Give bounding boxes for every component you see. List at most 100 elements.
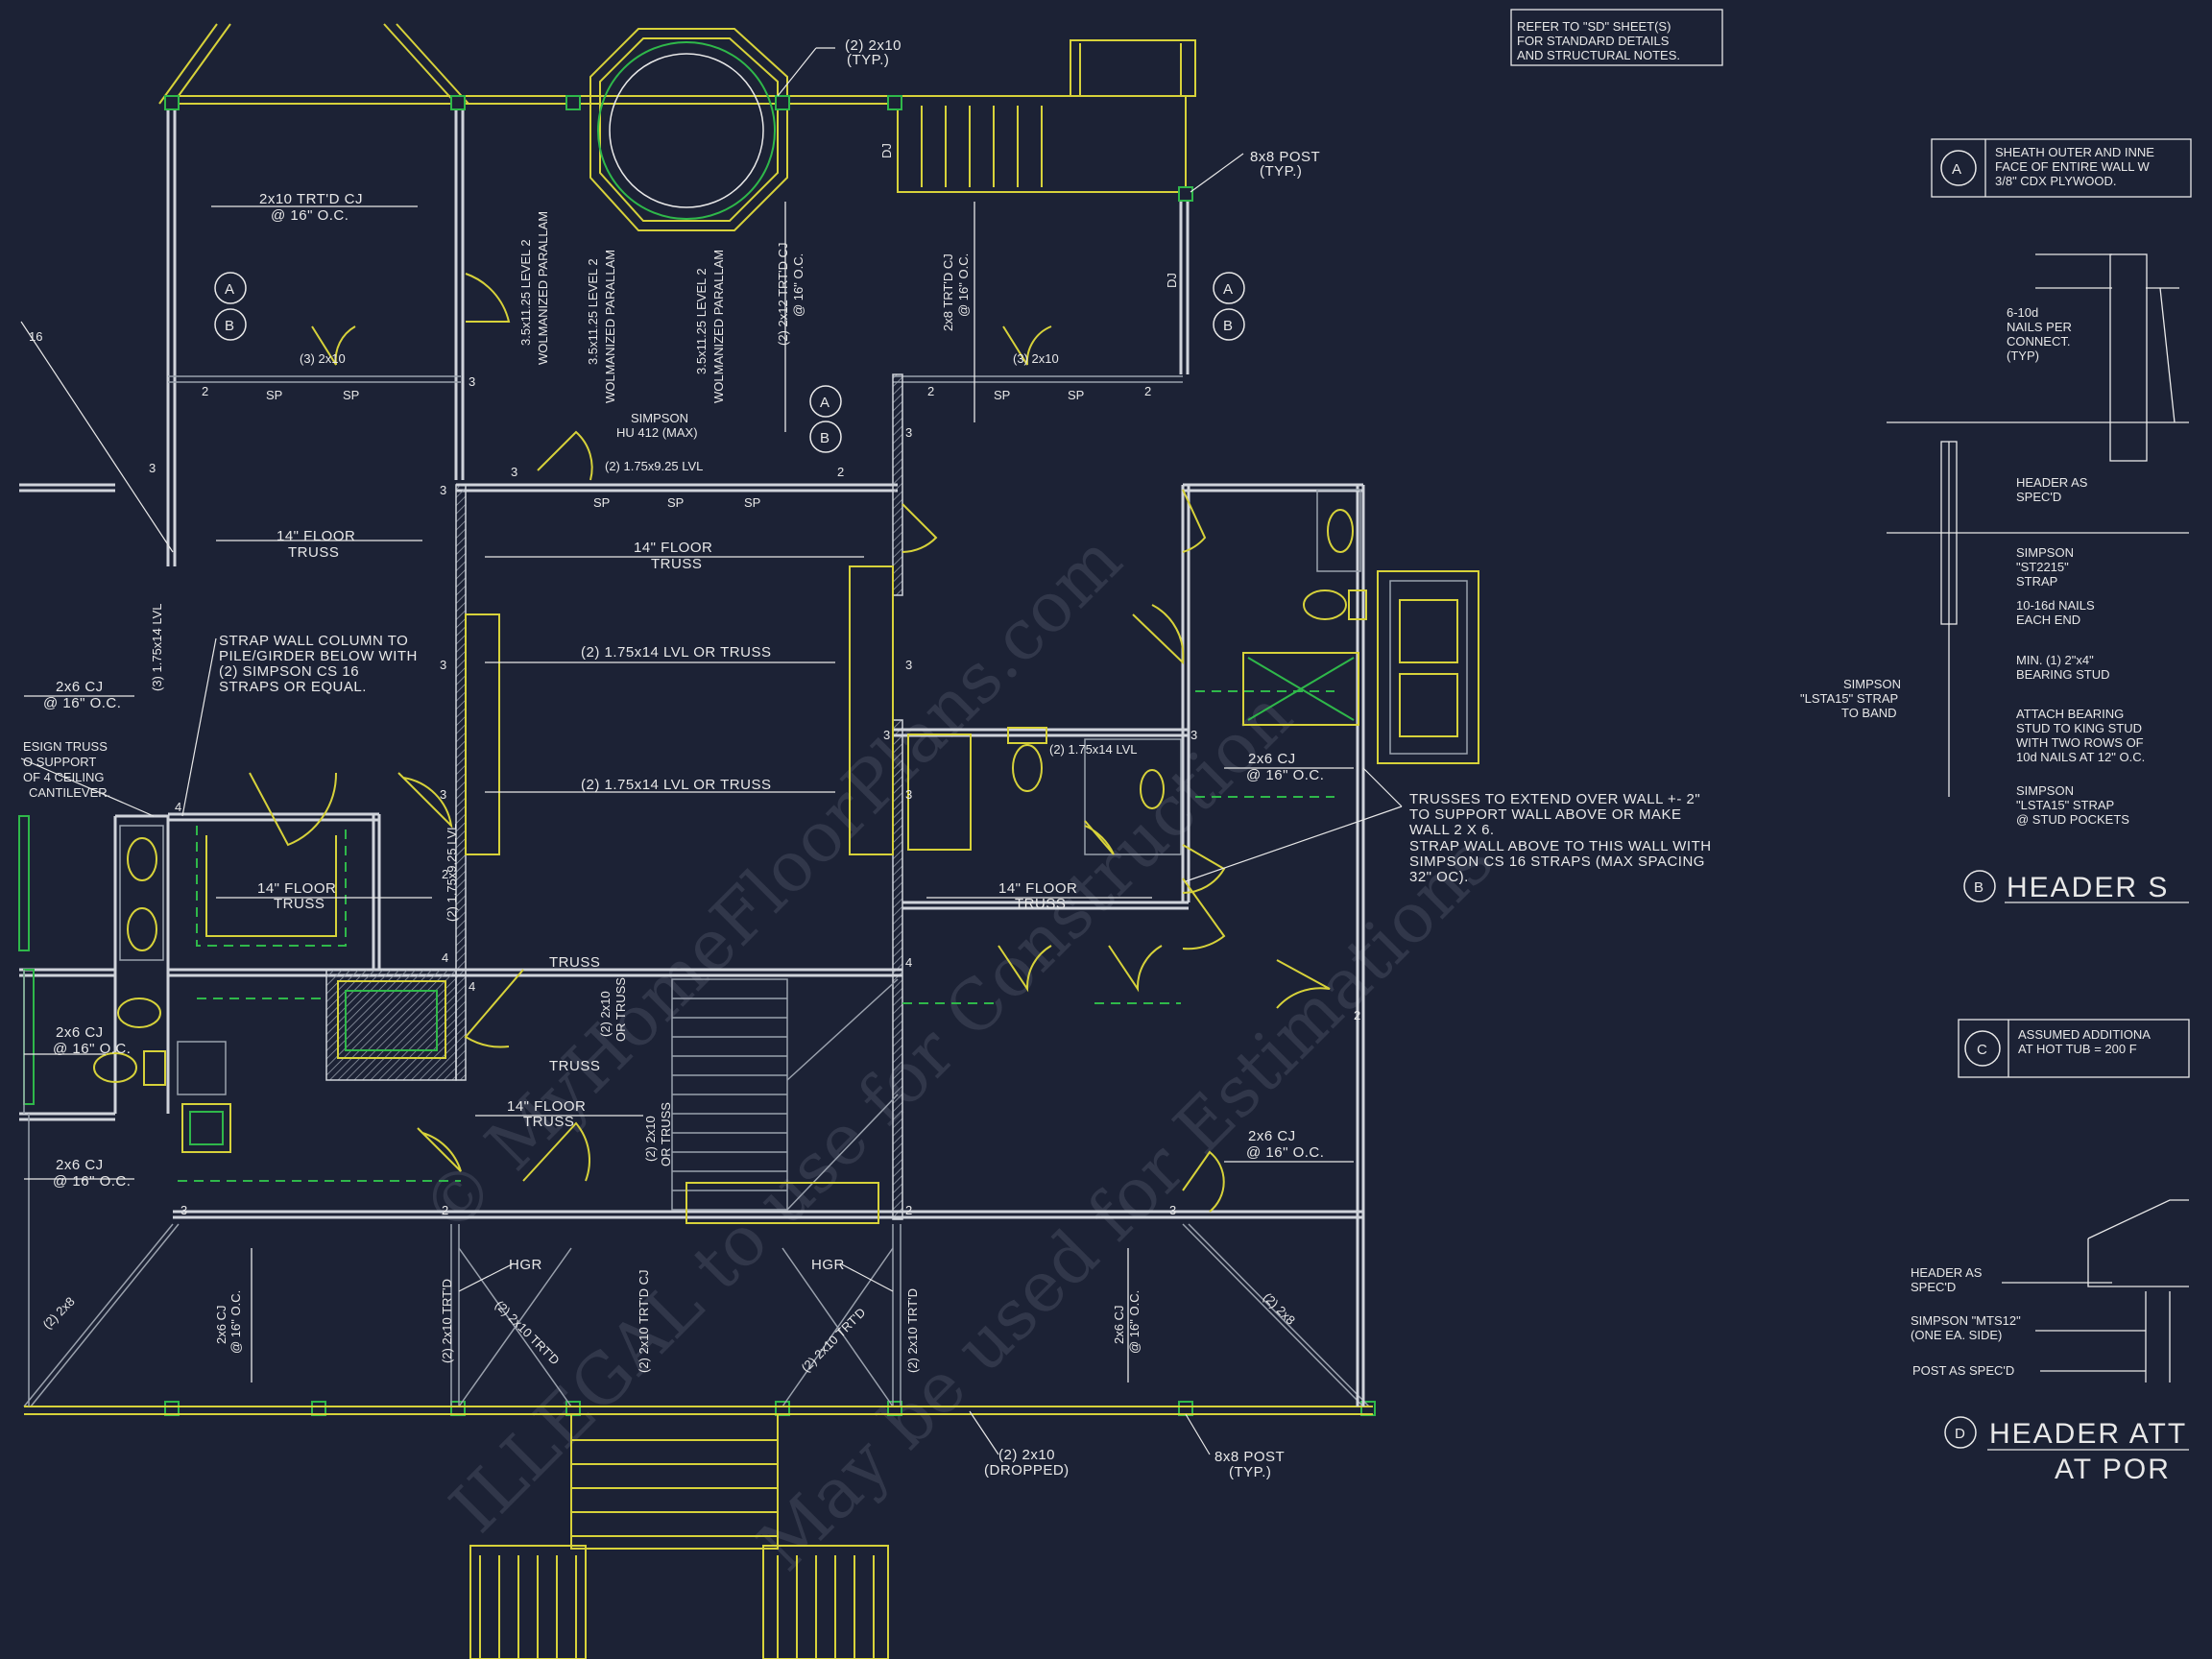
design-truss-l3: OF 4 CEILING: [23, 770, 105, 784]
typ-2x10-top-l1: (2) 2x10: [845, 37, 902, 54]
detail-a-tag: A: [1952, 161, 1962, 178]
detail-d-header-l1: HEADER AS: [1911, 1265, 1983, 1280]
detail-b: 6-10d NAILS PER CONNECT. (TYP) HEADER AS…: [1800, 253, 2189, 903]
design-truss-l1: ESIGN TRUSS: [23, 739, 108, 754]
lvl-175x14-a: (2) 1.75x14 LVL OR TRUSS: [581, 644, 771, 661]
post-bottom-l2: (TYP.): [1229, 1464, 1271, 1480]
strap-note-l2: PILE/GIRDER BELOW WITH: [219, 648, 418, 664]
trusses-note-l6: 32" OC).: [1409, 869, 1469, 885]
detail-b-st2215-l3: STRAP: [2016, 574, 2057, 589]
strap-note-l1: STRAP WALL COLUMN TO: [219, 633, 408, 649]
detail-d-mts12-l1: SIMPSON "MTS12": [1911, 1313, 2021, 1328]
parallam-3-l2: WOLMANIZED PARALLAM: [711, 250, 726, 403]
cj-2x6-vert-right-l2: @ 16" O.C.: [1127, 1290, 1142, 1354]
note-line-3: AND STRUCTURAL NOTES.: [1517, 48, 1680, 62]
detail-b-nails-l3: CONNECT.: [2007, 334, 2070, 349]
cj-2x12-l1: (2) 2x12 TRT'D CJ: [776, 243, 790, 346]
simpson-hu-l2: HU 412 (MAX): [616, 425, 698, 440]
detail-b-attach-l4: 10d NAILS AT 12" O.C.: [2016, 750, 2145, 764]
mark-2-b: 2: [837, 465, 844, 479]
cj-2x6-vert-right-l1: 2x6 CJ: [1112, 1306, 1126, 1344]
sp-2: SP: [343, 388, 359, 402]
tag-a-3: A: [1223, 281, 1234, 298]
floor-truss-4-l1: 14" FLOOR: [998, 880, 1077, 897]
dj-2: DJ: [1165, 273, 1179, 288]
detail-b-nails-l4: (TYP): [2007, 349, 2039, 363]
tag-b-1: B: [225, 318, 235, 334]
lvl-3-left: (3) 1.75x14 LVL: [150, 603, 164, 691]
detail-c: C ASSUMED ADDITIONA AT HOT TUB = 200 F: [1958, 1019, 2190, 1078]
dimension-lines: [20, 47, 1403, 1455]
two-2x8-left: (2) 2x8: [40, 1294, 78, 1332]
section-tags: A B A B A B: [214, 272, 1245, 453]
header-3-2x10-left: (3) 2x10: [300, 351, 346, 366]
or-truss-1-l1: (2) 2x10: [598, 991, 613, 1037]
detail-c-tag: C: [1977, 1042, 1987, 1058]
note-line-1: REFER TO "SD" SHEET(S): [1517, 19, 1671, 34]
detail-b-nails-l1: 6-10d: [2007, 305, 2038, 320]
mark-3-g: 3: [905, 658, 912, 672]
trtd-2x10-cj: (2) 2x10 TRT'D CJ: [637, 1270, 651, 1373]
detail-b-header-l2: SPEC'D: [2016, 490, 2061, 504]
watermark-line-3: May be used for Estimations: [742, 819, 1509, 1586]
mark-3-l: 3: [180, 1203, 187, 1217]
detail-b-bearing-l1: MIN. (1) 2"x4": [2016, 653, 2094, 667]
mark-2-h: 2: [905, 1203, 912, 1217]
trtd-2x10-right: (2) 2x10 TRT'D: [905, 1288, 920, 1373]
lvl-175x14-b: (2) 1.75x14 LVL OR TRUSS: [581, 777, 771, 793]
cj-2x6-left-2-l2: @ 16" O.C.: [53, 1041, 131, 1057]
detail-a-l3: 3/8" CDX PLYWOOD.: [1995, 174, 2116, 188]
detail-b-lsta-right-l2: "LSTA15" STRAP: [2016, 798, 2114, 812]
mark-4-c: 4: [469, 979, 475, 994]
tag-b-2: B: [820, 430, 830, 446]
strap-note-l4: STRAPS OR EQUAL.: [219, 679, 367, 695]
cj-2x6-right-1-l1: 2x6 CJ: [1248, 751, 1296, 767]
trusses-note-l4: STRAP WALL ABOVE TO THIS WALL WITH: [1409, 838, 1712, 854]
post-top-l1: 8x8 POST: [1250, 149, 1320, 165]
cj-2x6-vert-left-l2: @ 16" O.C.: [228, 1290, 243, 1354]
mark-3-j: 3: [883, 728, 890, 742]
mark-2-a: 2: [202, 384, 208, 398]
cj-2x10-left-l1: 2x10 TRT'D CJ: [259, 191, 363, 207]
tag-a-1: A: [225, 281, 235, 298]
detail-b-header-l1: HEADER AS: [2016, 475, 2088, 490]
trusses-note-l5: SIMPSON CS 16 STRAPS (MAX SPACING: [1409, 854, 1705, 870]
floor-truss-2-l1: 14" FLOOR: [634, 540, 712, 556]
floor-truss-5-l1: 14" FLOOR: [507, 1098, 586, 1115]
fixtures: [18, 489, 1479, 1153]
detail-c-l1: ASSUMED ADDITIONA: [2018, 1027, 2151, 1042]
mark-2-c: 2: [927, 384, 934, 398]
mark-3-a: 3: [469, 374, 475, 389]
cj-2x6-left-2-l1: 2x6 CJ: [56, 1024, 104, 1041]
lvl-1-175x14: (2) 1.75x14 LVL: [1049, 742, 1138, 757]
lvl-2-175x925: (2) 1.75x9.25 LVL: [605, 459, 703, 473]
cj-2x6-left-1-l1: 2x6 CJ: [56, 679, 104, 695]
floor-truss-4-l2: TRUSS: [1015, 896, 1066, 912]
posts: [164, 95, 1376, 1416]
sp-6: SP: [667, 495, 684, 510]
detail-d-title-l2: AT POR: [2055, 1454, 2171, 1485]
post-top-l2: (TYP.): [1260, 163, 1302, 180]
detail-b-attach-l3: WITH TWO ROWS OF: [2016, 735, 2144, 750]
detail-b-lsta-right-l3: @ STUD POCKETS: [2016, 812, 2129, 827]
mark-3-f: 3: [440, 658, 446, 672]
cj-2x6-right-1-l2: @ 16" O.C.: [1246, 767, 1324, 783]
detail-d: HEADER AS SPEC'D SIMPSON "MTS12" (ONE EA…: [1911, 1199, 2189, 1485]
tag-b-3: B: [1223, 318, 1234, 334]
simpson-hu-l1: SIMPSON: [631, 411, 688, 425]
tag-a-2: A: [820, 395, 830, 411]
mark-3-m: 3: [1169, 1203, 1176, 1217]
dropped-l1: (2) 2x10: [998, 1447, 1055, 1463]
truss-1: TRUSS: [549, 954, 600, 971]
detail-d-header-l2: SPEC'D: [1911, 1280, 1956, 1294]
truss-2: TRUSS: [549, 1058, 600, 1074]
mark-4-d: 4: [905, 955, 912, 970]
sp-3: SP: [994, 388, 1010, 402]
lower-porch: [23, 970, 1373, 1659]
detail-b-bearing-l2: BEARING STUD: [2016, 667, 2110, 682]
sp-7: SP: [744, 495, 760, 510]
mark-2-e: 2: [442, 867, 448, 881]
detail-b-st2215-l1: SIMPSON: [2016, 545, 2074, 560]
mark-4-a: 4: [175, 800, 181, 814]
